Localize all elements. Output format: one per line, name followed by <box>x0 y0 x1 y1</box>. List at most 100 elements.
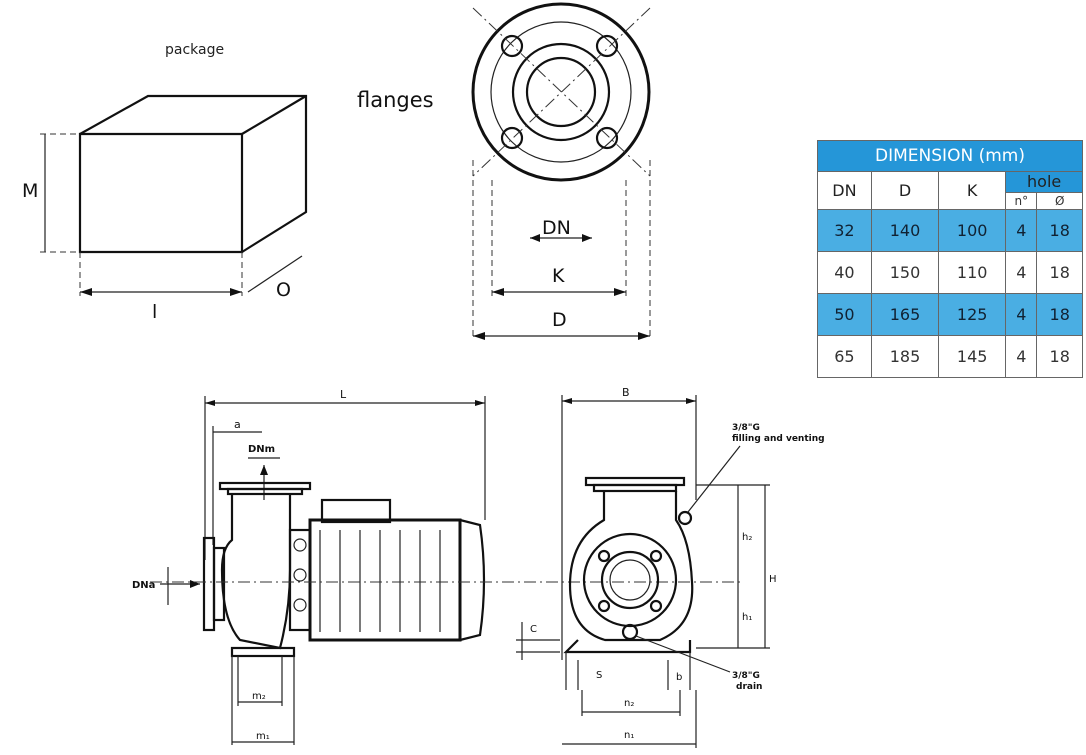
package-box-edge <box>241 95 307 135</box>
table-cell-k: 100 <box>938 209 1007 252</box>
front-venting-plug <box>677 510 693 526</box>
table-cell-dia: 18 <box>1036 293 1083 336</box>
side-outlet-flange-lip <box>226 487 304 496</box>
flange-axis-diag <box>472 7 651 177</box>
side-l-arrow <box>475 400 485 406</box>
front-inlet-bore <box>600 550 660 610</box>
table-row: 40 150 110 4 18 <box>817 251 1083 294</box>
table-cell-dn: 40 <box>817 251 872 294</box>
side-motor-body <box>308 518 462 642</box>
table-row: 32 140 100 4 18 <box>817 209 1083 252</box>
flanges-title: flanges <box>357 88 434 112</box>
flange-axis-diag <box>472 7 651 177</box>
package-label-o: O <box>276 279 291 301</box>
table-header-hole: hole <box>1005 171 1083 193</box>
table-cell-n: 4 <box>1005 209 1038 252</box>
table-header-hole-diameter: Ø <box>1036 192 1083 210</box>
flange-bolt-hole <box>500 126 524 150</box>
front-drain-plug <box>621 623 639 641</box>
flange-label-d: D <box>552 309 567 331</box>
flange-d-arrow <box>638 332 650 340</box>
flange-label-k: K <box>552 265 565 287</box>
front-bolt <box>597 599 611 613</box>
flange-bore-inner <box>525 56 597 128</box>
side-bracket <box>288 528 312 632</box>
side-label-dnm: DNm <box>248 444 275 455</box>
side-inlet-arrowhead <box>190 580 200 588</box>
table-cell-n: 4 <box>1005 335 1038 378</box>
flange-bolt-hole <box>500 34 524 58</box>
front-outlet-flange-lip <box>592 483 678 493</box>
front-label-fill: 3/8"G <box>732 423 760 433</box>
front-fill-leader <box>687 445 741 513</box>
front-bolt <box>597 549 611 563</box>
table-cell-n: 4 <box>1005 251 1038 294</box>
table-cell-k: 110 <box>938 251 1007 294</box>
front-label-h1: h₁ <box>742 612 752 623</box>
front-base <box>563 639 692 654</box>
side-label-m2: m₂ <box>252 691 266 702</box>
table-cell-dia: 18 <box>1036 251 1083 294</box>
table-header-dn: DN <box>817 171 872 210</box>
flange-bolt-hole <box>595 34 619 58</box>
front-label-h2: h₂ <box>742 532 752 543</box>
package-box-front <box>78 132 244 254</box>
side-label-dna: DNa <box>132 580 155 591</box>
side-volute-body <box>220 494 292 650</box>
dimension-table: DIMENSION (mm) DN D K hole n° Ø 32 140 1… <box>817 140 1083 378</box>
front-volute <box>568 491 694 642</box>
side-label-a: a <box>234 418 241 431</box>
side-motor-fan-cover <box>459 518 486 642</box>
front-drain-leader <box>635 635 731 673</box>
front-bolt <box>649 599 663 613</box>
package-title: package <box>165 42 224 58</box>
table-title: DIMENSION (mm) <box>817 140 1083 172</box>
pump-side-view: L a DNm DNa <box>132 388 740 745</box>
front-label-n2: n₂ <box>624 698 634 709</box>
table-header-k: K <box>938 171 1007 210</box>
table-cell-dn: 32 <box>817 209 872 252</box>
front-label-n1: n₁ <box>624 730 634 741</box>
flange-k-arrow <box>492 288 504 296</box>
table-cell-n: 4 <box>1005 293 1038 336</box>
front-bolt <box>649 549 663 563</box>
package-label-l: l <box>152 301 157 323</box>
table-row: 65 185 145 4 18 <box>817 335 1083 378</box>
front-b-arrow <box>562 398 572 404</box>
table-header-hole-count: n° <box>1005 192 1038 210</box>
package-l-arrow-right <box>230 288 242 296</box>
package-diagram: package M l O <box>22 42 308 323</box>
side-bolt <box>293 568 307 582</box>
front-label-drain-desc: drain <box>736 682 762 692</box>
flange-bolt-circle <box>490 21 632 163</box>
table-row: 50 165 125 4 18 <box>817 293 1083 336</box>
side-bolt <box>293 538 307 552</box>
side-label-l: L <box>340 388 347 401</box>
flange-dn-arrow <box>582 234 592 242</box>
front-label-b-small: b <box>676 672 682 683</box>
flange-dn-arrow <box>530 234 540 242</box>
table-cell-k: 145 <box>938 335 1007 378</box>
flange-label-dn: DN <box>542 217 571 239</box>
front-label-b: B <box>622 386 630 399</box>
package-box-top <box>79 94 308 253</box>
table-cell-d: 140 <box>870 209 940 252</box>
flange-d-arrow <box>473 332 485 340</box>
side-foot <box>230 646 296 658</box>
flange-k-arrow <box>614 288 626 296</box>
table-header-d: D <box>870 171 940 210</box>
package-label-m: M <box>22 180 38 202</box>
table-cell-d: 150 <box>870 251 940 294</box>
side-inlet-neck <box>212 546 226 622</box>
flange-outer-circle <box>471 2 651 182</box>
front-label-fill-desc: filling and venting <box>732 434 825 444</box>
side-bolt <box>293 598 307 612</box>
side-outlet-arrowhead <box>260 465 268 475</box>
front-b-arrow <box>686 398 696 404</box>
front-inlet-flange <box>582 532 678 628</box>
front-label-h: H <box>769 574 777 585</box>
front-label-c: C <box>530 624 537 635</box>
table-cell-k: 125 <box>938 293 1007 336</box>
flange-bolt-hole <box>595 126 619 150</box>
